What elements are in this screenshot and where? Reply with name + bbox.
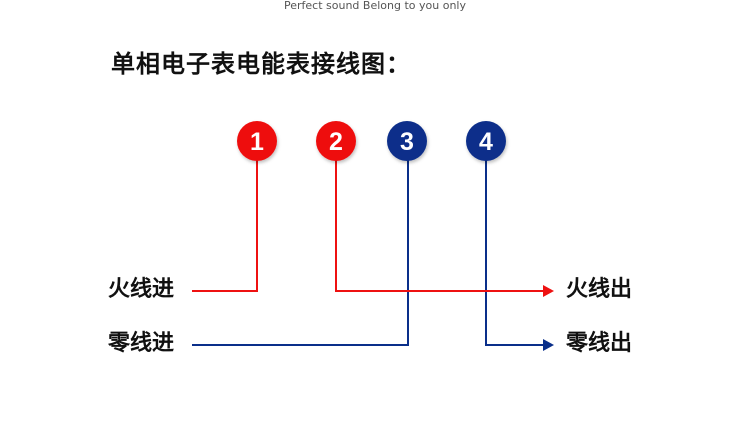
arrow-live-out-icon [543, 285, 554, 297]
terminal-2: 2 [316, 121, 356, 161]
terminal-4-number: 4 [479, 128, 493, 156]
terminal-1: 1 [237, 121, 277, 161]
wire-terminal-2-live-out [335, 160, 545, 292]
terminal-2-number: 2 [329, 128, 343, 156]
label-live-in: 火线进 [108, 277, 175, 302]
label-neutral-out: 零线出 [566, 331, 633, 356]
tagline: Perfect sound Belong to you only [284, 0, 466, 12]
terminal-3: 3 [387, 121, 427, 161]
terminal-1-number: 1 [250, 128, 264, 156]
terminal-4: 4 [466, 121, 506, 161]
wire-terminal-4-neutral-out [485, 160, 545, 346]
label-live-out: 火线出 [566, 277, 633, 302]
terminal-3-number: 3 [400, 128, 414, 156]
diagram-title: 单相电子表电能表接线图： [111, 50, 411, 78]
wire-terminal-1-live-in [192, 160, 258, 292]
label-neutral-in: 零线进 [108, 331, 175, 356]
wire-terminal-3-neutral-in [192, 160, 409, 346]
arrow-neutral-out-icon [543, 339, 554, 351]
